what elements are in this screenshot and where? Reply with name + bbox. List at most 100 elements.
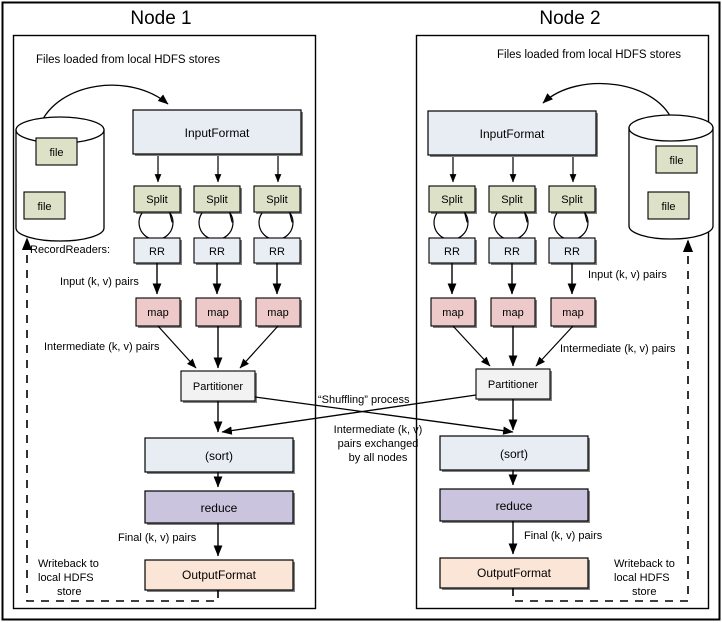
node1-input-pairs-label: Input (k, v) pairs bbox=[60, 276, 139, 288]
shuffle-desc-line-2: pairs exchanged bbox=[338, 438, 419, 450]
node2-map-to-part-3 bbox=[535, 325, 574, 367]
node1-rr-3-label: RR bbox=[269, 246, 285, 258]
node1-split-2-label: Split bbox=[206, 194, 227, 206]
node1-sort-label: (sort) bbox=[205, 449, 233, 463]
node1-input-format-label: InputFormat bbox=[185, 126, 250, 140]
node1-caption-top: Files loaded from local HDFS stores bbox=[36, 54, 220, 66]
node2-record-reader-2: RR bbox=[488, 237, 537, 265]
node1-writeback-path bbox=[21, 237, 219, 602]
node2-input-format-label: InputFormat bbox=[480, 127, 545, 141]
node1-writeback-label-2: local HDFS bbox=[38, 572, 94, 584]
node2-writeback-label-1: Writeback to bbox=[614, 558, 675, 570]
node1-file-2-label: file bbox=[37, 201, 51, 213]
node1-map-2: map bbox=[195, 297, 242, 328]
node1-sort: (sort) bbox=[144, 437, 295, 474]
node1-split-2: Split bbox=[193, 185, 242, 214]
node2-file-2-label: file bbox=[661, 201, 675, 213]
node2-map-3: map bbox=[550, 297, 597, 328]
node2-file-1-label: file bbox=[669, 155, 683, 167]
node2-split-2: Split bbox=[488, 185, 537, 214]
node1-partitioner-label: Partitioner bbox=[193, 381, 243, 393]
node1-hdfs-cylinder bbox=[15, 116, 105, 242]
node2-rr-2-label: RR bbox=[504, 246, 520, 258]
node2-final-pairs-label: Final (k, v) pairs bbox=[524, 530, 603, 542]
node2-record-reader-3: RR bbox=[548, 237, 597, 265]
node1-record-reader-2: RR bbox=[193, 237, 242, 265]
node2-reduce: reduce bbox=[439, 488, 590, 523]
node2-caption-top: Files loaded from local HDFS stores bbox=[497, 49, 681, 61]
node1-split-3: Split bbox=[253, 185, 302, 214]
node1-map-1-label: map bbox=[147, 307, 168, 319]
node1-rr-2-label: RR bbox=[209, 246, 225, 258]
node2-title: Node 2 bbox=[539, 8, 600, 29]
node2-sort-label: (sort) bbox=[500, 447, 528, 461]
node2-split-3: Split bbox=[548, 185, 597, 214]
node2-map-1: map bbox=[430, 297, 477, 328]
node2-hdfs-cylinder bbox=[628, 114, 714, 240]
node1-file-1-label: file bbox=[49, 147, 63, 159]
node2-partitioner-label: Partitioner bbox=[488, 379, 538, 391]
node1-writeback-label-1: Writeback to bbox=[38, 558, 99, 570]
node1-map-3: map bbox=[255, 297, 302, 328]
node1-record-reader-3: RR bbox=[253, 237, 302, 265]
node2-map-to-part-1 bbox=[452, 325, 491, 367]
node1-reduce: reduce bbox=[144, 490, 295, 525]
node1-rr-1-label: RR bbox=[149, 246, 165, 258]
node2-partitioner: Partitioner bbox=[475, 368, 552, 401]
node1-recordreaders-label: RecordReaders: bbox=[30, 244, 110, 256]
node2-map-2-label: map bbox=[502, 307, 523, 319]
node1-map-to-part-1 bbox=[157, 325, 197, 369]
shuffle-title: “Shuffling” process bbox=[318, 394, 410, 406]
node2-map-3-label: map bbox=[562, 307, 583, 319]
node1-final-pairs-label: Final (k, v) pairs bbox=[118, 532, 197, 544]
node1-split-3-label: Split bbox=[266, 194, 287, 206]
node1-partitioner: Partitioner bbox=[180, 370, 257, 403]
node1-intermediate-pairs-label: Intermediate (k, v) pairs bbox=[44, 341, 160, 353]
node2-map-2: map bbox=[490, 297, 537, 328]
node2-input-format: InputFormat bbox=[427, 110, 598, 157]
node1-map-3-label: map bbox=[267, 307, 288, 319]
node2-writeback-label-3: store bbox=[632, 586, 656, 598]
shuffle-arrow-n1-to-n2 bbox=[254, 396, 514, 435]
node2-reduce-label: reduce bbox=[496, 499, 533, 513]
node2-file-1: file bbox=[655, 145, 698, 174]
node1-load-arrow bbox=[39, 84, 169, 126]
node2-intermediate-pairs-label: Intermediate (k, v) pairs bbox=[560, 343, 676, 355]
node1-input-format: InputFormat bbox=[132, 109, 303, 156]
node2-map-1-label: map bbox=[442, 307, 463, 319]
node2-file-2: file bbox=[647, 191, 690, 220]
node2-frame bbox=[415, 34, 710, 610]
node2-split-1: Split bbox=[428, 185, 477, 214]
node1-map-2-label: map bbox=[207, 307, 228, 319]
node1-split-1: Split bbox=[133, 185, 182, 214]
shuffle-desc-line-3: by all nodes bbox=[349, 452, 408, 464]
node1-split-1-label: Split bbox=[146, 194, 167, 206]
node1-record-reader-1: RR bbox=[133, 237, 182, 265]
node2-writeback-path bbox=[512, 239, 694, 602]
shuffle-arrow-n2-to-n1 bbox=[221, 394, 477, 435]
node1-map-to-part-3 bbox=[239, 325, 279, 369]
node1-file-1: file bbox=[35, 137, 78, 166]
node1-writeback-label-3: store bbox=[57, 586, 81, 598]
node2-split-1-label: Split bbox=[441, 194, 462, 206]
node1-frame bbox=[12, 34, 317, 610]
node2-sort: (sort) bbox=[439, 435, 590, 472]
node1-file-2: file bbox=[23, 191, 66, 220]
node2-load-arrow bbox=[542, 82, 675, 126]
node2-writeback-label-2: local HDFS bbox=[614, 572, 670, 584]
node1-output-format-label: OutputFormat bbox=[182, 568, 257, 582]
node2-rr-1-label: RR bbox=[444, 246, 460, 258]
node1-title: Node 1 bbox=[130, 8, 191, 29]
node2-input-pairs-label: Input (k, v) pairs bbox=[588, 269, 667, 281]
node1-output-format: OutputFormat bbox=[144, 559, 295, 592]
node1-map-1: map bbox=[135, 297, 182, 328]
node1-reduce-label: reduce bbox=[201, 501, 238, 515]
node2-output-format-label: OutputFormat bbox=[477, 566, 552, 580]
node2-record-reader-1: RR bbox=[428, 237, 477, 265]
node2-output-format: OutputFormat bbox=[439, 557, 590, 590]
shuffle-desc-line-1: Intermediate (k, v) bbox=[334, 424, 423, 436]
node2-rr-3-label: RR bbox=[564, 246, 580, 258]
node2-split-2-label: Split bbox=[501, 194, 522, 206]
